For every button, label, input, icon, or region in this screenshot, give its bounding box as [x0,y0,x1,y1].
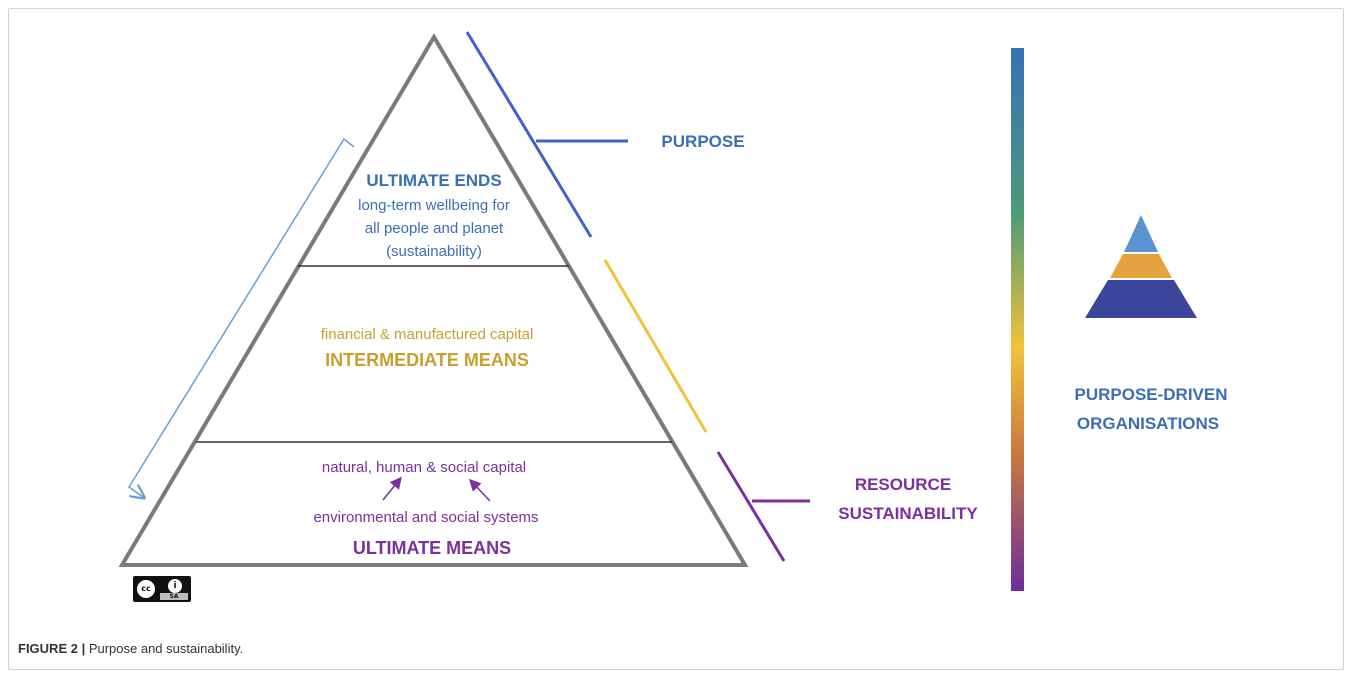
feedback-bracket-arrow [127,137,355,497]
creative-commons-badge: cc i SA [133,576,191,602]
ultimate-ends-line-2: all people and planet [365,220,504,237]
purpose-side-bar [465,31,593,238]
arrow-to-capital-right [468,478,491,502]
figure-frame [8,8,1344,670]
attribution-icon: i [167,578,183,594]
spectrum-bar [1011,48,1024,591]
share-alike-label: SA [160,593,188,600]
intermediate-means-heading: INTERMEDIATE MEANS [325,350,529,370]
figure-caption: FIGURE 2 | Purpose and sustainability. [18,641,243,656]
ultimate-means-line-1: natural, human & social capital [322,459,526,476]
organisations-label-line-1: PURPOSE-DRIVEN [1074,385,1227,404]
ultimate-means-line-2: environmental and social systems [313,509,538,526]
figure-number: FIGURE 2 | [18,641,86,656]
mini-pyramid-middle [1110,254,1172,278]
resource-label-line-1: RESOURCE [855,475,951,494]
figure-caption-text: Purpose and sustainability. [85,641,244,656]
purpose-label: PURPOSE [661,132,744,151]
ultimate-ends-heading: ULTIMATE ENDS [366,171,501,190]
mini-pyramid-icon [1085,215,1197,318]
resource-side-bar [716,451,786,562]
pyramid-outline [118,33,749,567]
mini-pyramid-bottom [1085,280,1197,318]
ultimate-means-heading: ULTIMATE MEANS [353,538,511,558]
arrow-to-capital-left [382,476,402,501]
organisations-label-line-2: ORGANISATIONS [1077,414,1219,433]
ultimate-ends-line-1: long-term wellbeing for [358,197,510,214]
cc-icon: cc [136,579,156,599]
resource-label-line-2: SUSTAINABILITY [838,504,978,523]
ultimate-ends-line-3: (sustainability) [386,243,482,260]
intermediate-side-bar [603,259,708,433]
intermediate-means-subtitle: financial & manufactured capital [321,326,534,343]
mini-pyramid-top [1124,215,1158,252]
